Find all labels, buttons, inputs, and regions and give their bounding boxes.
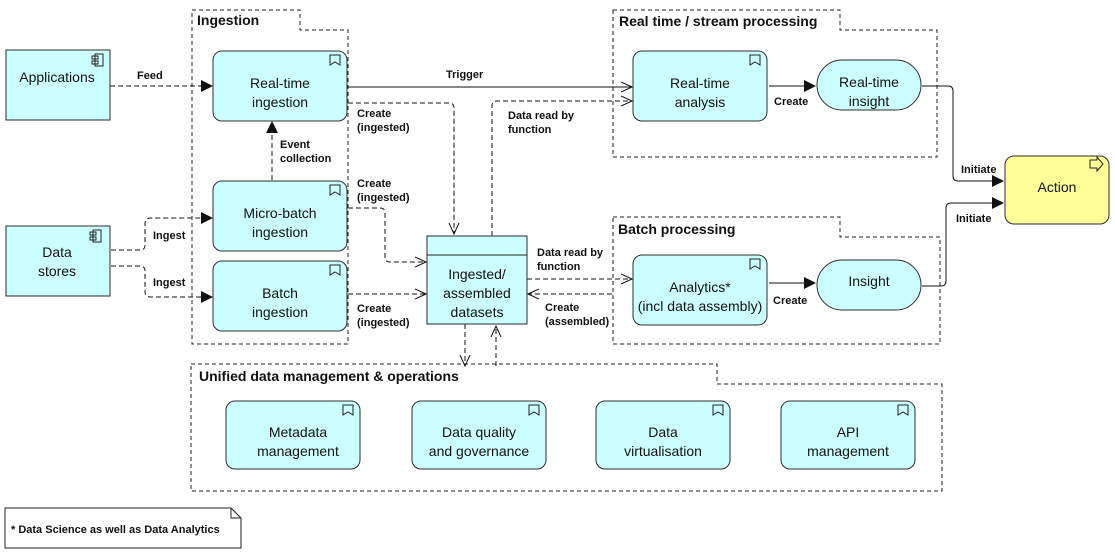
function-icon bbox=[712, 404, 724, 416]
event-arrow-icon bbox=[1089, 155, 1104, 173]
node-label: Applications bbox=[19, 69, 95, 85]
function-icon bbox=[897, 404, 909, 416]
function-icon bbox=[528, 404, 540, 416]
group-ingestion-label: Ingestion bbox=[197, 12, 259, 28]
group-realtime-processing: Real time / stream processing bbox=[612, 9, 938, 158]
function-icon bbox=[342, 404, 354, 416]
edge-label-feed: Feed bbox=[137, 70, 163, 82]
edge-label-create-ingested-1: Create(ingested) bbox=[357, 108, 410, 134]
node-action[interactable]: Action bbox=[1004, 155, 1110, 225]
node-analytics[interactable]: Analytics*(incl data assembly) bbox=[632, 254, 768, 326]
function-icon bbox=[329, 184, 341, 196]
edge-label-ingest-2: Ingest bbox=[153, 277, 186, 289]
function-icon bbox=[329, 264, 341, 276]
component-icon bbox=[89, 229, 102, 243]
group-batch-label: Batch processing bbox=[618, 221, 735, 237]
edge-label-create-assembled: Create(assembled) bbox=[545, 302, 610, 328]
group-realtime-label: Real time / stream processing bbox=[619, 13, 817, 29]
edge-initiate-batch bbox=[922, 197, 1004, 287]
group-unified-data-management: Unified data management & operations bbox=[190, 363, 943, 492]
function-icon bbox=[749, 258, 761, 270]
footnote: * Data Science as well as Data Analytics bbox=[4, 507, 242, 549]
node-label: Analytics*(incl data assembly) bbox=[638, 279, 763, 314]
node-insight[interactable]: Insight bbox=[816, 259, 922, 311]
edge-label-trigger: Trigger bbox=[446, 69, 484, 81]
edge-create-ingested-realtime bbox=[348, 102, 454, 234]
function-icon bbox=[749, 54, 761, 66]
edge-label-initiate-2: Initiate bbox=[956, 213, 991, 225]
node-label: Insight bbox=[848, 273, 889, 289]
edge-label-create-rt: Create bbox=[774, 96, 808, 108]
component-icon bbox=[91, 53, 104, 67]
node-applications[interactable]: Applications bbox=[5, 49, 111, 121]
edge-label-create-batch: Create bbox=[773, 295, 807, 307]
edge-label-create-ingested-2: Create(ingested) bbox=[357, 178, 410, 204]
edge-ingest-batch bbox=[111, 265, 213, 303]
footnote-text: * Data Science as well as Data Analytics bbox=[11, 524, 220, 536]
edge-label-create-ingested-3: Create(ingested) bbox=[357, 303, 410, 329]
group-ingestion: Ingestion bbox=[191, 9, 349, 345]
edge-ingest-microbatch bbox=[111, 212, 213, 251]
edge-label-ingest-1: Ingest bbox=[153, 230, 186, 242]
edge-label-initiate-1: Initiate bbox=[961, 164, 996, 176]
edge-initiate-realtime bbox=[922, 85, 1004, 187]
edge-data-read-realtime bbox=[491, 101, 632, 236]
node-label: Action bbox=[1038, 179, 1077, 195]
edge-create-ingested-microbatch bbox=[348, 207, 426, 262]
group-unified-label: Unified data management & operations bbox=[199, 368, 459, 384]
group-batch-processing: Batch processing bbox=[612, 216, 941, 345]
function-icon bbox=[329, 54, 341, 66]
